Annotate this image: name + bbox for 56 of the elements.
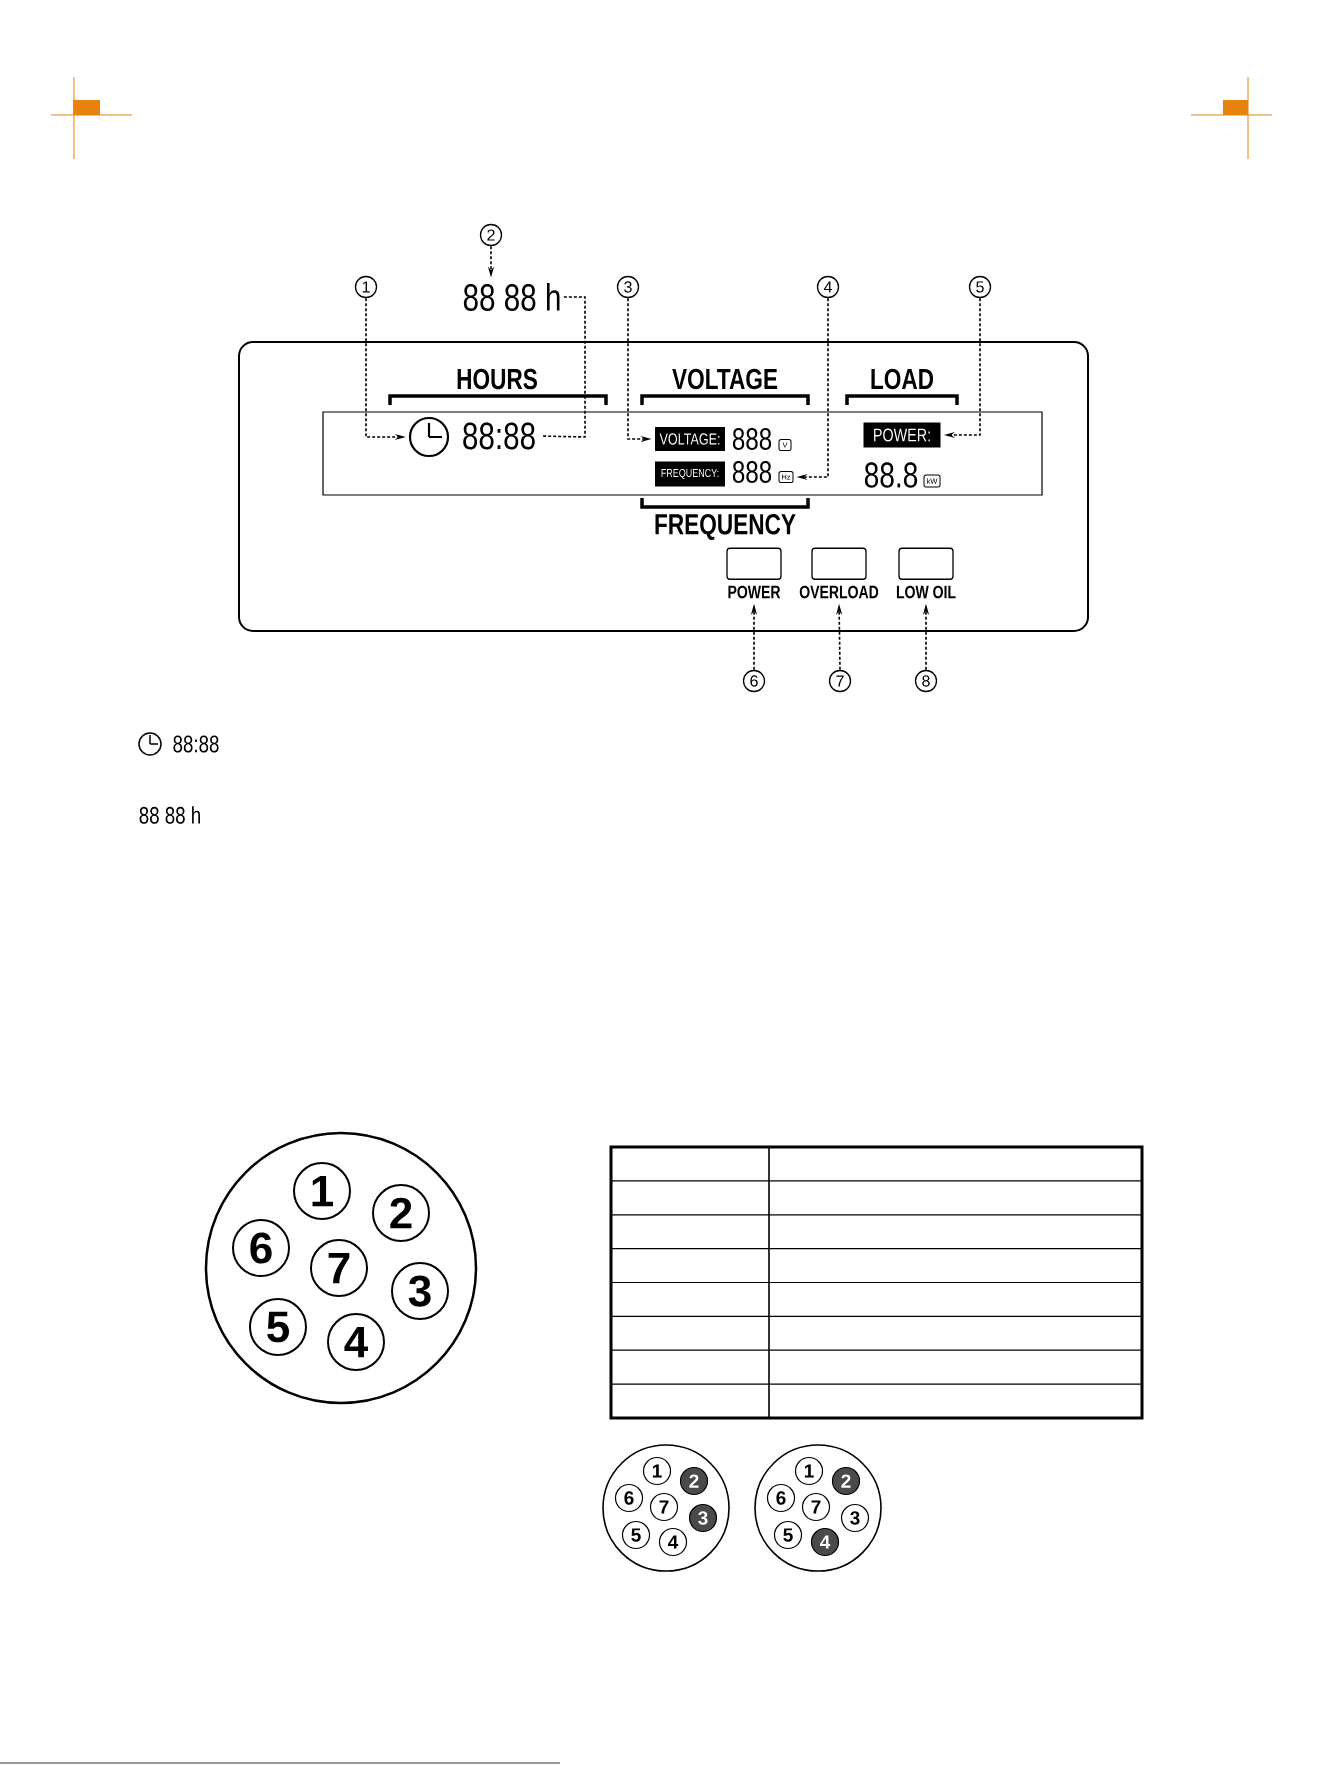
indicator-lamp: LOW OIL (896, 547, 956, 599)
digit-readout: 888 (732, 428, 772, 450)
digit-readout: 88 88 h (139, 806, 200, 824)
callout-number: 8 (914, 669, 938, 693)
label-tag: VOLTAGE: (655, 427, 725, 451)
callout-number: 1 (354, 275, 378, 299)
pin-hole: 1 (794, 1456, 824, 1486)
digit-readout: 88.8 (864, 462, 918, 488)
callout-number: 6 (742, 669, 766, 693)
callout-number: 2 (479, 223, 503, 247)
pin-hole: 4 (327, 1313, 385, 1371)
pin-hole: 4 (810, 1527, 840, 1557)
node-label: LOW OIL (896, 585, 956, 599)
connector-socket (602, 1444, 730, 1572)
digit-readout: 88 88 h (463, 283, 560, 311)
pin-hole: 3 (840, 1503, 870, 1533)
section-heading: HOURS (457, 368, 537, 390)
label-tag: POWER: (863, 422, 941, 448)
callout-number: 4 (816, 275, 840, 299)
pin-hole: 7 (801, 1492, 831, 1522)
node-label: POWER (728, 585, 781, 599)
pin-hole: 5 (773, 1520, 803, 1550)
section-heading: LOAD (871, 368, 934, 390)
pin-hole: 6 (766, 1483, 796, 1513)
indicator-lamp: OVERLOAD (799, 547, 879, 599)
pin-hole: 4 (658, 1527, 688, 1557)
pin-hole: 7 (310, 1239, 368, 1297)
pin-hole: 5 (249, 1298, 307, 1356)
control-panel (238, 341, 1089, 632)
clock-icon (408, 416, 450, 458)
pin-hole: 2 (831, 1466, 861, 1496)
display-window (322, 411, 1043, 496)
indicator-lamp: POWER (726, 547, 782, 599)
pin-hole: 7 (649, 1492, 679, 1522)
section-heading: VOLTAGE (672, 368, 778, 390)
pin-hole: 3 (688, 1503, 718, 1533)
pin-hole: 6 (232, 1219, 290, 1277)
pin-hole: 3 (391, 1262, 449, 1320)
connector-socket (754, 1444, 882, 1572)
connector-socket (204, 1131, 478, 1405)
digit-readout: 888 (732, 461, 772, 483)
label-tag: FREQUENCY: (655, 461, 725, 487)
callout-number: 7 (828, 669, 852, 693)
callout-number: 5 (968, 275, 992, 299)
pin-hole: 2 (372, 1184, 430, 1242)
section-heading: FREQUENCY (655, 514, 796, 540)
node-label: OVERLOAD (799, 585, 879, 599)
digit-readout: 88:88 (463, 422, 535, 450)
pin-hole: 1 (642, 1456, 672, 1486)
callout-number: 3 (616, 275, 640, 299)
pin-hole: 6 (614, 1483, 644, 1513)
digit-readout: 88:88 (173, 735, 219, 753)
pin-hole: 1 (293, 1162, 351, 1220)
leader-line (540, 296, 586, 438)
pin-hole: 2 (679, 1466, 709, 1496)
pin-hole: 5 (621, 1520, 651, 1550)
